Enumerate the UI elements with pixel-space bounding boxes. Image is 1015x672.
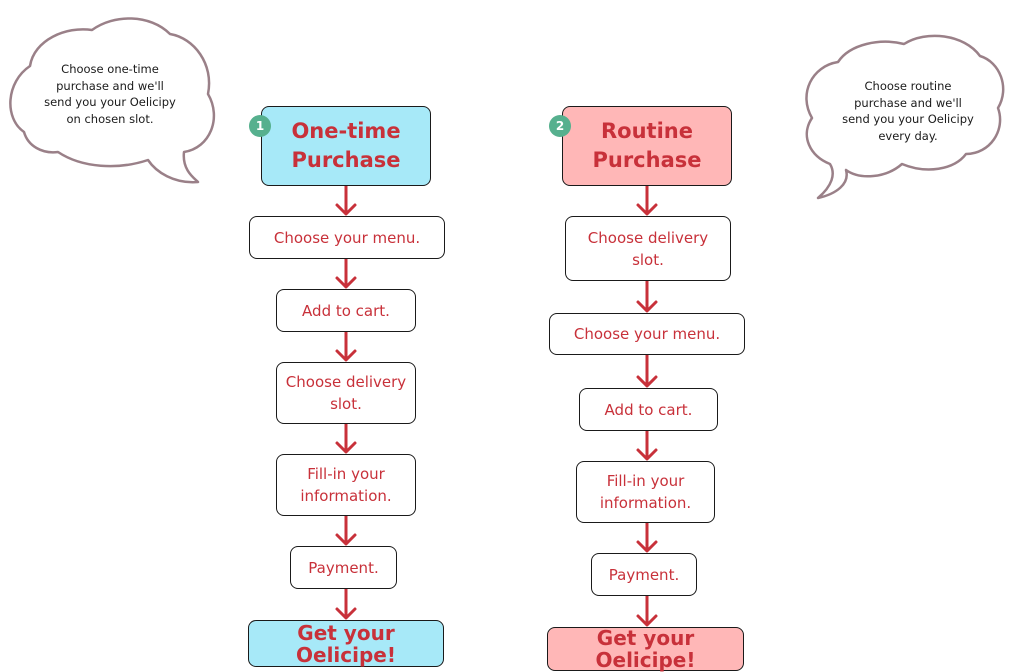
step-label: Add to cart.	[302, 301, 390, 320]
cloud-onetime-line: send you your Oelicipy	[44, 95, 176, 109]
onetime-final-box: Get your Oelicipe!	[248, 620, 444, 667]
final-label: Get your Oelicipe!	[595, 626, 696, 672]
step-label: slot.	[330, 395, 362, 413]
onetime-title-line1: One-time	[291, 119, 401, 143]
step-label: Fill-in your	[606, 472, 685, 490]
onetime-step-payment: Payment.	[290, 546, 397, 589]
onetime-step-choose-slot: Choose delivery slot.	[276, 362, 416, 424]
step-label: Choose your menu.	[273, 228, 421, 247]
routine-title-line1: Routine	[601, 119, 693, 143]
down-arrow	[334, 259, 358, 289]
down-arrow	[334, 332, 358, 362]
cloud-onetime-line: purchase and we'll	[56, 78, 164, 93]
cloud-routine-line: send you your Oelicipy	[842, 112, 974, 126]
step-number-badge-1: 1	[249, 115, 271, 137]
step-label: Choose your menu.	[573, 325, 721, 343]
step-label: Add to cart.	[604, 400, 693, 419]
step-label: Payment.	[308, 558, 379, 577]
onetime-step-fill-info: Fill-in your information.	[276, 454, 416, 516]
down-arrow	[635, 431, 659, 461]
routine-step-fill-info: Fill-in your information.	[576, 461, 715, 523]
cloud-routine-line: Choose routine	[864, 79, 952, 93]
down-arrow	[635, 523, 659, 553]
onetime-title-box: One-time Purchase	[261, 106, 431, 186]
cloud-onetime-line: on chosen slot.	[66, 111, 154, 126]
final-label: Get your Oelicipe!	[296, 620, 396, 667]
cloud-routine-line: every day.	[878, 128, 938, 143]
cloud-onetime-line: Choose one-time	[61, 62, 159, 76]
routine-title-line2: Purchase	[592, 148, 702, 172]
routine-step-payment: Payment.	[591, 553, 697, 596]
routine-title-box: Routine Purchase	[562, 106, 732, 186]
step-label: information.	[599, 494, 692, 512]
routine-step-choose-slot: Choose delivery slot.	[565, 216, 731, 281]
down-arrow	[334, 424, 358, 454]
onetime-title-line2: Purchase	[291, 148, 401, 172]
down-arrow	[635, 186, 659, 216]
cloud-routine-text: Choose routine purchase and we'll send y…	[830, 78, 986, 144]
down-arrow	[334, 186, 358, 216]
onetime-step-choose-menu: Choose your menu.	[249, 216, 445, 259]
step-label: slot.	[632, 250, 664, 269]
down-arrow	[635, 281, 659, 313]
cloud-onetime-text: Choose one-time purchase and we'll send …	[32, 61, 188, 127]
down-arrow	[635, 596, 659, 627]
step-label: information.	[300, 487, 392, 505]
step-number-badge-2: 2	[549, 115, 571, 137]
cloud-onetime-shape	[9, 17, 216, 184]
routine-step-add-to-cart: Add to cart.	[579, 388, 718, 431]
down-arrow	[635, 355, 659, 388]
routine-step-choose-menu: Choose your menu.	[549, 313, 745, 355]
step-label: Choose delivery	[587, 228, 709, 247]
down-arrow	[334, 516, 358, 546]
step-label: Choose delivery	[285, 373, 407, 391]
cloud-routine-shape	[805, 34, 1005, 200]
step-label: Fill-in your	[307, 465, 385, 483]
down-arrow	[334, 589, 358, 620]
cloud-routine-line: purchase and we'll	[854, 95, 962, 110]
routine-final-box: Get your Oelicipe!	[547, 627, 744, 671]
step-label: Payment.	[608, 565, 680, 584]
onetime-step-add-to-cart: Add to cart.	[276, 289, 416, 332]
